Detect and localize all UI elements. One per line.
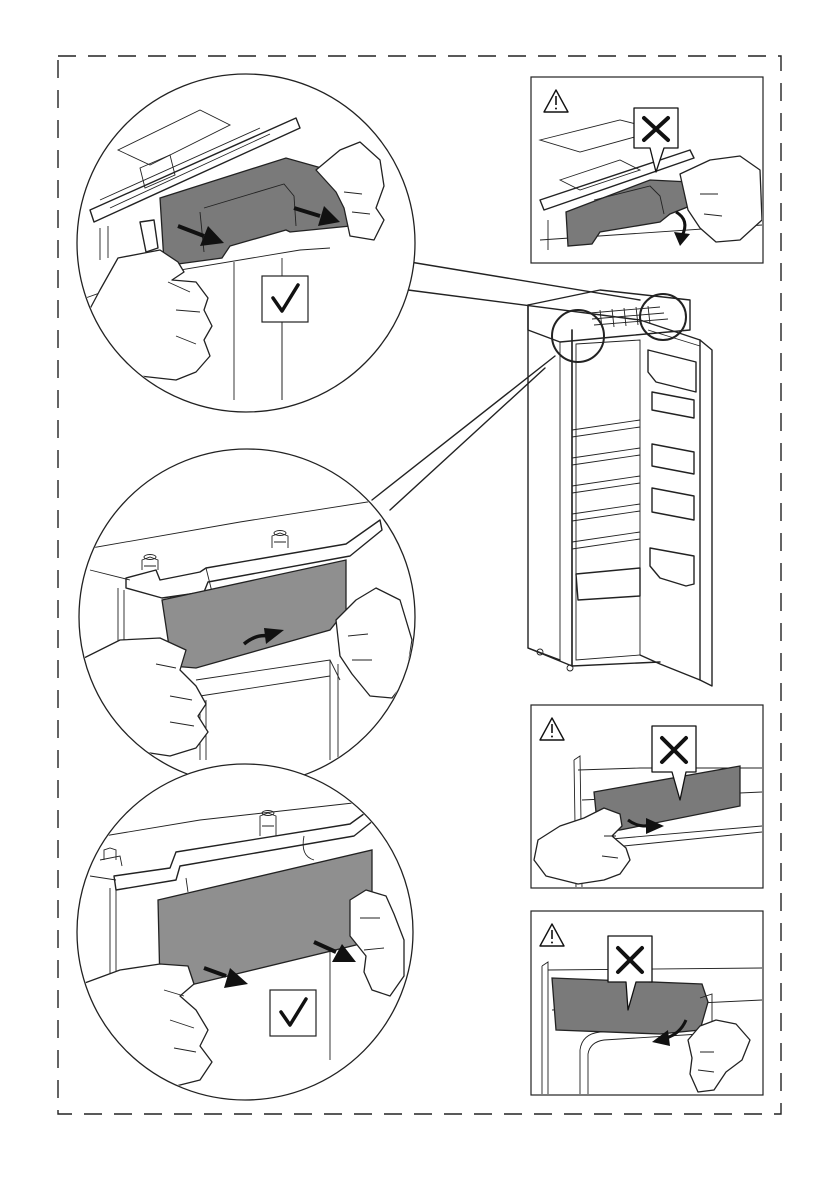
checkmark-icon-2 xyxy=(270,990,316,1036)
bottom-left-detail-panel xyxy=(77,764,413,1100)
middle-detail-panel xyxy=(79,449,415,785)
top-left-detail-panel xyxy=(77,74,415,412)
leader-lines xyxy=(372,262,640,510)
fridge-shelves xyxy=(572,420,640,600)
fridge-door xyxy=(640,320,712,686)
bottom-right-warning-panel xyxy=(531,911,763,1095)
top-right-warning-panel xyxy=(531,77,763,263)
callout-circle-left xyxy=(552,310,604,362)
mid-right-warning-panel xyxy=(531,705,763,888)
refrigerator xyxy=(528,290,712,686)
